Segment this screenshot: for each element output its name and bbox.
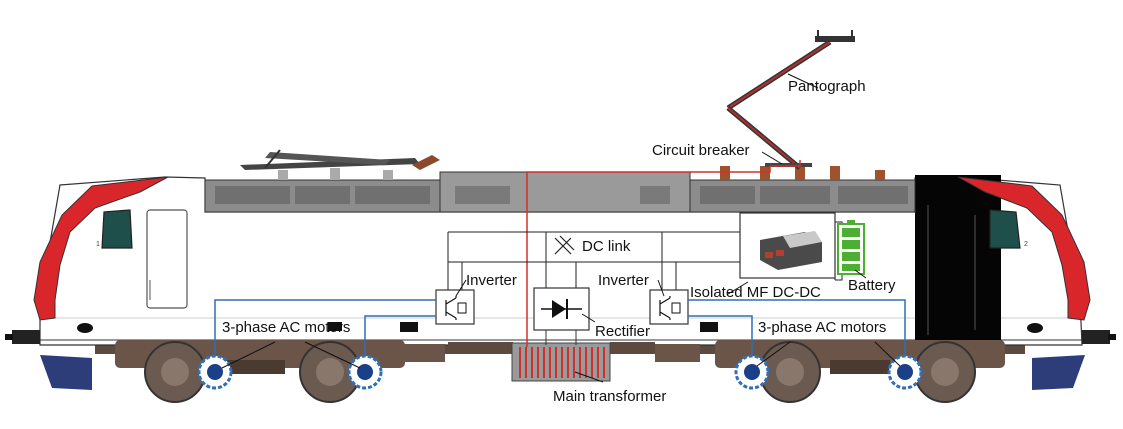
label-motors-left: 3-phase AC motors [222,319,350,336]
dc-link-capacitor [554,235,575,255]
roof [204,166,916,213]
hv-wire [526,160,801,347]
right-nose-red [957,176,1091,321]
raised-pantograph [726,30,855,170]
label-rectifier: Rectifier [595,323,650,340]
label-pantograph: Pantograph [788,78,866,95]
transformer-windings [519,347,605,378]
traction-motor [197,354,233,390]
label-motors-right: 3-phase AC motors [758,319,886,336]
igbt-icon [445,296,457,320]
left-cab-window [101,209,133,249]
left-nose-red [33,176,169,321]
label-dc-link: DC link [582,238,631,255]
isolated-dcdc-block [739,212,836,279]
label-main-transformer: Main transformer [553,388,666,405]
label-circuit-breaker: Circuit breaker [652,142,750,159]
left-cab-door [146,209,188,309]
label-isolated-dcdc: Isolated MF DC-DC [690,284,821,301]
left-buffer [12,330,40,344]
traction-motor [887,354,923,390]
diode-icon [552,300,566,318]
right-black-panel [915,175,1001,345]
right-bogie [715,340,1005,403]
underframe-tank-right [655,344,700,362]
label-battery: Battery [848,277,896,294]
traction-motor [347,354,383,390]
traction-motor [734,354,770,390]
left-snow-plough [40,355,92,390]
right-buffer [1082,330,1110,344]
label-inverter-left: Inverter [466,272,517,289]
left-bogie [115,340,405,403]
right-cab-window [989,209,1021,249]
rectifier-block [533,287,590,331]
left-cab-number: 1 [96,241,100,248]
inverter-left-block [435,289,475,325]
inverter-right-block [649,289,689,325]
motor-cables [214,299,906,372]
leader-lines [221,73,901,383]
folded-pantograph [240,149,440,170]
igbt-icon [659,296,671,320]
battery-icon [837,220,865,275]
right-snow-plough [1032,355,1085,390]
right-cab-number: 2 [1024,241,1028,248]
underframe-tank-left [400,344,445,362]
label-inverter-right: Inverter [598,272,649,289]
